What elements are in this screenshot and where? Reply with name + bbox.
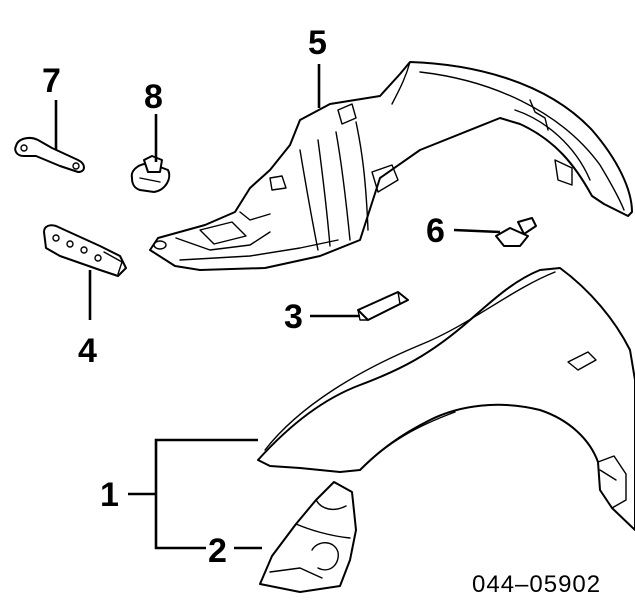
seal-part-3[interactable]	[357, 291, 409, 321]
callout-2: 2	[208, 532, 227, 570]
clip-part-6[interactable]	[495, 217, 537, 247]
callout-1: 1	[100, 476, 119, 514]
callout-3: 3	[284, 298, 303, 336]
leader-lines	[54, 64, 501, 550]
liner-piece-part-2[interactable]	[259, 481, 357, 593]
clip-part-8[interactable]	[130, 155, 171, 193]
callout-7: 7	[42, 62, 61, 100]
fender-liner-part[interactable]	[149, 61, 633, 271]
diagram-code: 044–05902	[472, 571, 601, 598]
leader-6	[453, 228, 501, 234]
plate-part-4[interactable]	[43, 224, 127, 277]
callout-6: 6	[426, 212, 445, 250]
leader-1-bracket	[154, 438, 258, 550]
callout-8: 8	[144, 78, 163, 116]
callout-5: 5	[308, 24, 327, 62]
bracket-part-7[interactable]	[14, 137, 85, 173]
front-fender-part[interactable]	[257, 267, 635, 531]
callout-4: 4	[78, 332, 97, 370]
